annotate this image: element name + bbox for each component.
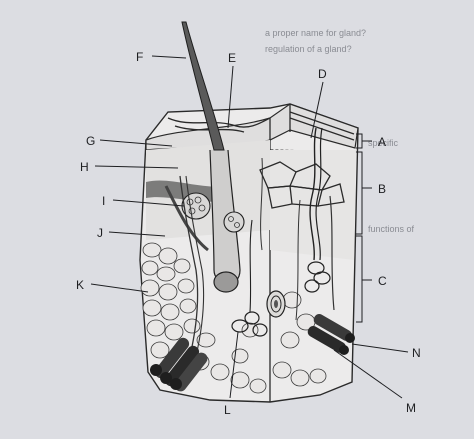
vessels-bundle-right: [307, 314, 355, 355]
label-E: E: [228, 51, 236, 65]
skin-block: [139, 21, 359, 403]
arrector-pili: [164, 185, 209, 252]
bg-text-3: specific: [368, 138, 399, 148]
sweat-gland-coil-front: [231, 219, 268, 337]
label-C: C: [378, 274, 387, 288]
sweat-gland-coil: [304, 261, 331, 293]
bg-text-1: a proper name for gland?: [265, 28, 366, 38]
label-B: B: [378, 182, 386, 196]
label-H: H: [80, 160, 89, 174]
vessels-bundle-left: [150, 337, 208, 392]
label-D: D: [318, 67, 327, 81]
dermal-mesh: [259, 161, 345, 209]
sweat-duct: [309, 127, 317, 261]
bg-text-2: regulation of a gland?: [265, 44, 352, 54]
label-M: M: [406, 401, 416, 415]
label-J: J: [97, 226, 103, 240]
labels: F E D G H I J K L M N A B C: [76, 50, 421, 417]
label-F: F: [136, 50, 143, 64]
label-A: A: [378, 135, 386, 149]
hair-shaft: [181, 21, 225, 151]
label-G: G: [86, 134, 95, 148]
leader-lines: [90, 55, 409, 399]
label-K: K: [76, 278, 84, 292]
label-I: I: [102, 194, 105, 208]
hair-bulb: [213, 271, 239, 293]
bg-text-4: functions of: [368, 224, 415, 234]
label-L: L: [224, 403, 231, 417]
label-N: N: [412, 346, 421, 360]
